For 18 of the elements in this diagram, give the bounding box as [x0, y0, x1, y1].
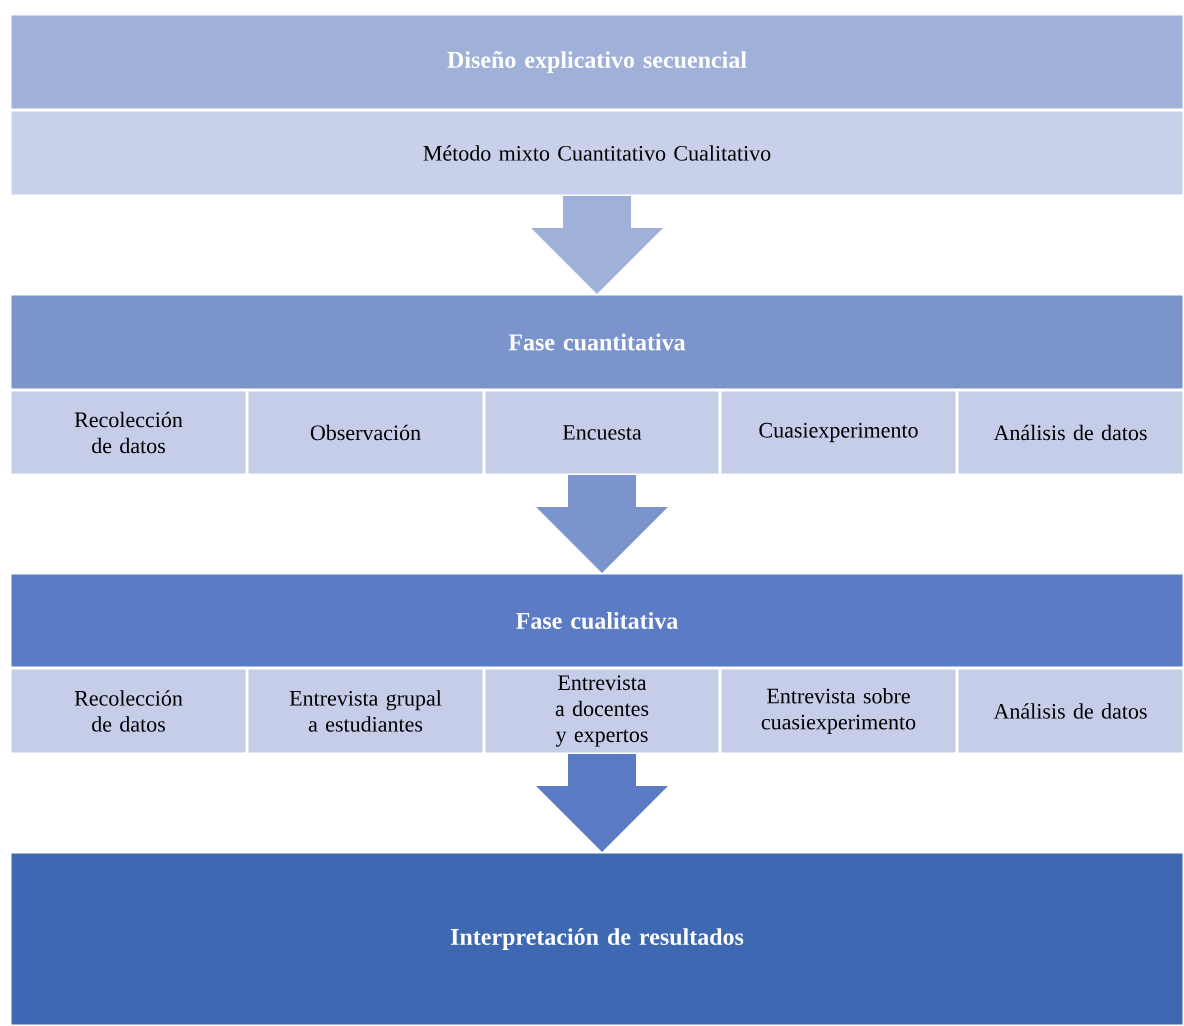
step-cell: Recolección de datos [10, 668, 247, 754]
arrow [536, 754, 668, 852]
step-cell: Entrevista a docentes y expertos [484, 668, 720, 754]
step-cell: Encuesta [484, 390, 720, 475]
result-band: Interpretación de resultados [10, 852, 1184, 1026]
title-band: Diseño explicativo secuencial [10, 14, 1184, 110]
step-cell: Entrevista grupal a estudiantes [247, 668, 484, 754]
phase-band: Fase cuantitativa [10, 294, 1184, 390]
step-cell: Recolección de datos [10, 390, 247, 475]
phase-band: Fase cualitativa [10, 573, 1184, 668]
step-cell: Análisis de datos [957, 390, 1184, 475]
arrow [536, 475, 668, 573]
method-band: Método mixto Cuantitativo Cualitativo [10, 110, 1184, 196]
step-cell: Análisis de datos [957, 668, 1184, 754]
step-cell: Observación [247, 390, 484, 475]
step-cell: Entrevista sobre cuasiexperimento [720, 668, 957, 754]
arrow [531, 196, 663, 294]
step-cell: Cuasiexperimento [720, 390, 957, 475]
